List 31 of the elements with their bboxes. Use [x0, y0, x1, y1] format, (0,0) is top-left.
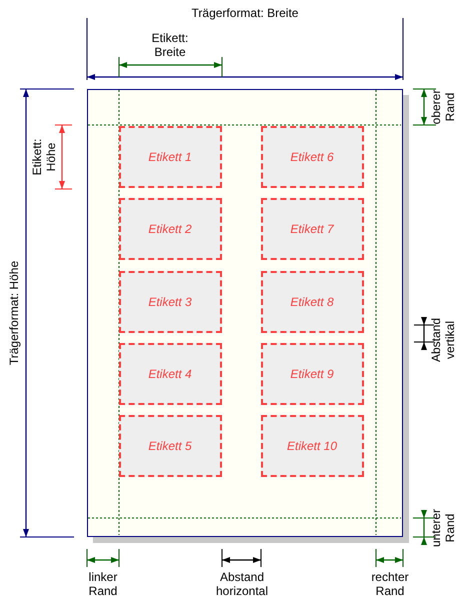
label-box [260, 270, 364, 332]
label-name: Etikett 5 [148, 438, 192, 454]
label-name: Etikett 3 [148, 294, 192, 310]
label-name: Etikett 1 [148, 148, 192, 166]
label-sheet [87, 89, 403, 537]
label-box [118, 414, 222, 476]
label-name: Etikett 6 [290, 148, 334, 166]
label-name: Etikett 8 [290, 294, 334, 310]
label-name: Etikett 7 [290, 220, 334, 238]
dimension-label: Etikett: Höhe [30, 138, 58, 178]
label-box [260, 198, 364, 260]
label-name: Etikett 4 [148, 366, 192, 382]
dimension-label: rechter Rand [370, 570, 410, 598]
dimension-label: Trägerformat: Breite [190, 6, 300, 20]
label-box [260, 342, 364, 404]
label-name: Etikett 9 [290, 366, 334, 382]
label-box [260, 414, 364, 476]
label-box [260, 126, 364, 188]
dimension-label: unterer Rand [429, 508, 457, 550]
dimension-label: Etikett: Breite [150, 31, 190, 59]
dimension-label: Abstand horizontal [214, 570, 270, 598]
dimension-label: Abstand vertikal [429, 316, 457, 364]
label-name: Etikett 2 [148, 220, 192, 238]
dimension-label: Trägerformat: Höhe [7, 260, 21, 368]
label-name: Etikett 10 [286, 438, 338, 454]
dimension-label: oberer Rand [429, 88, 457, 126]
label-box [118, 126, 222, 188]
dimension-label: linker Rand [88, 570, 118, 598]
label-box [118, 270, 222, 332]
label-box [118, 198, 222, 260]
label-box [118, 342, 222, 404]
